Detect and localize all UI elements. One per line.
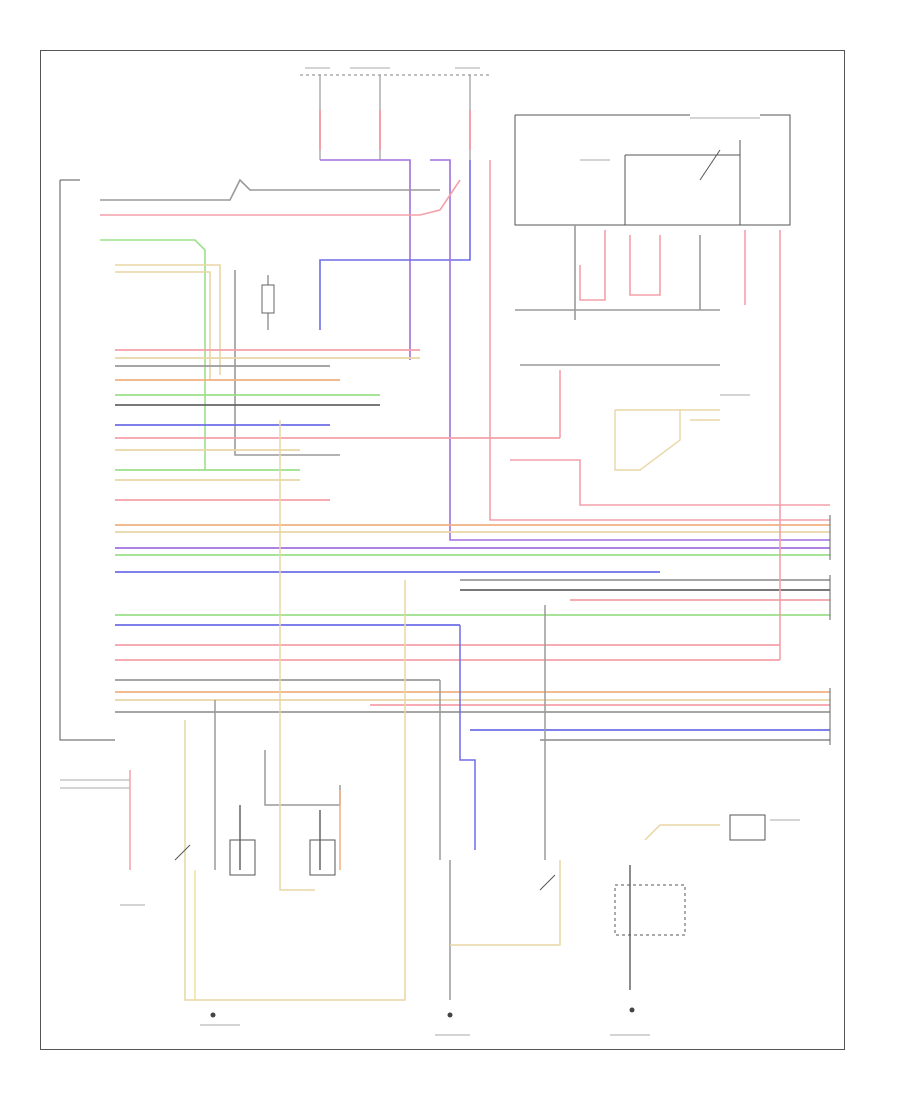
right-top-module [514, 114, 791, 226]
upper-harness [100, 159, 830, 541]
relay [261, 275, 275, 330]
diagram-frame [40, 50, 845, 1050]
right-top-wiring [510, 225, 830, 660]
bottom-drops [129, 420, 720, 1001]
control-module [59, 179, 115, 741]
main-harness [115, 349, 830, 741]
ground-symbols [210, 1007, 635, 1018]
bottom-switches [174, 814, 766, 936]
top-fuse-feeds [300, 74, 490, 160]
label-placeholders [60, 67, 800, 1036]
right-mid-wiring [614, 409, 720, 471]
